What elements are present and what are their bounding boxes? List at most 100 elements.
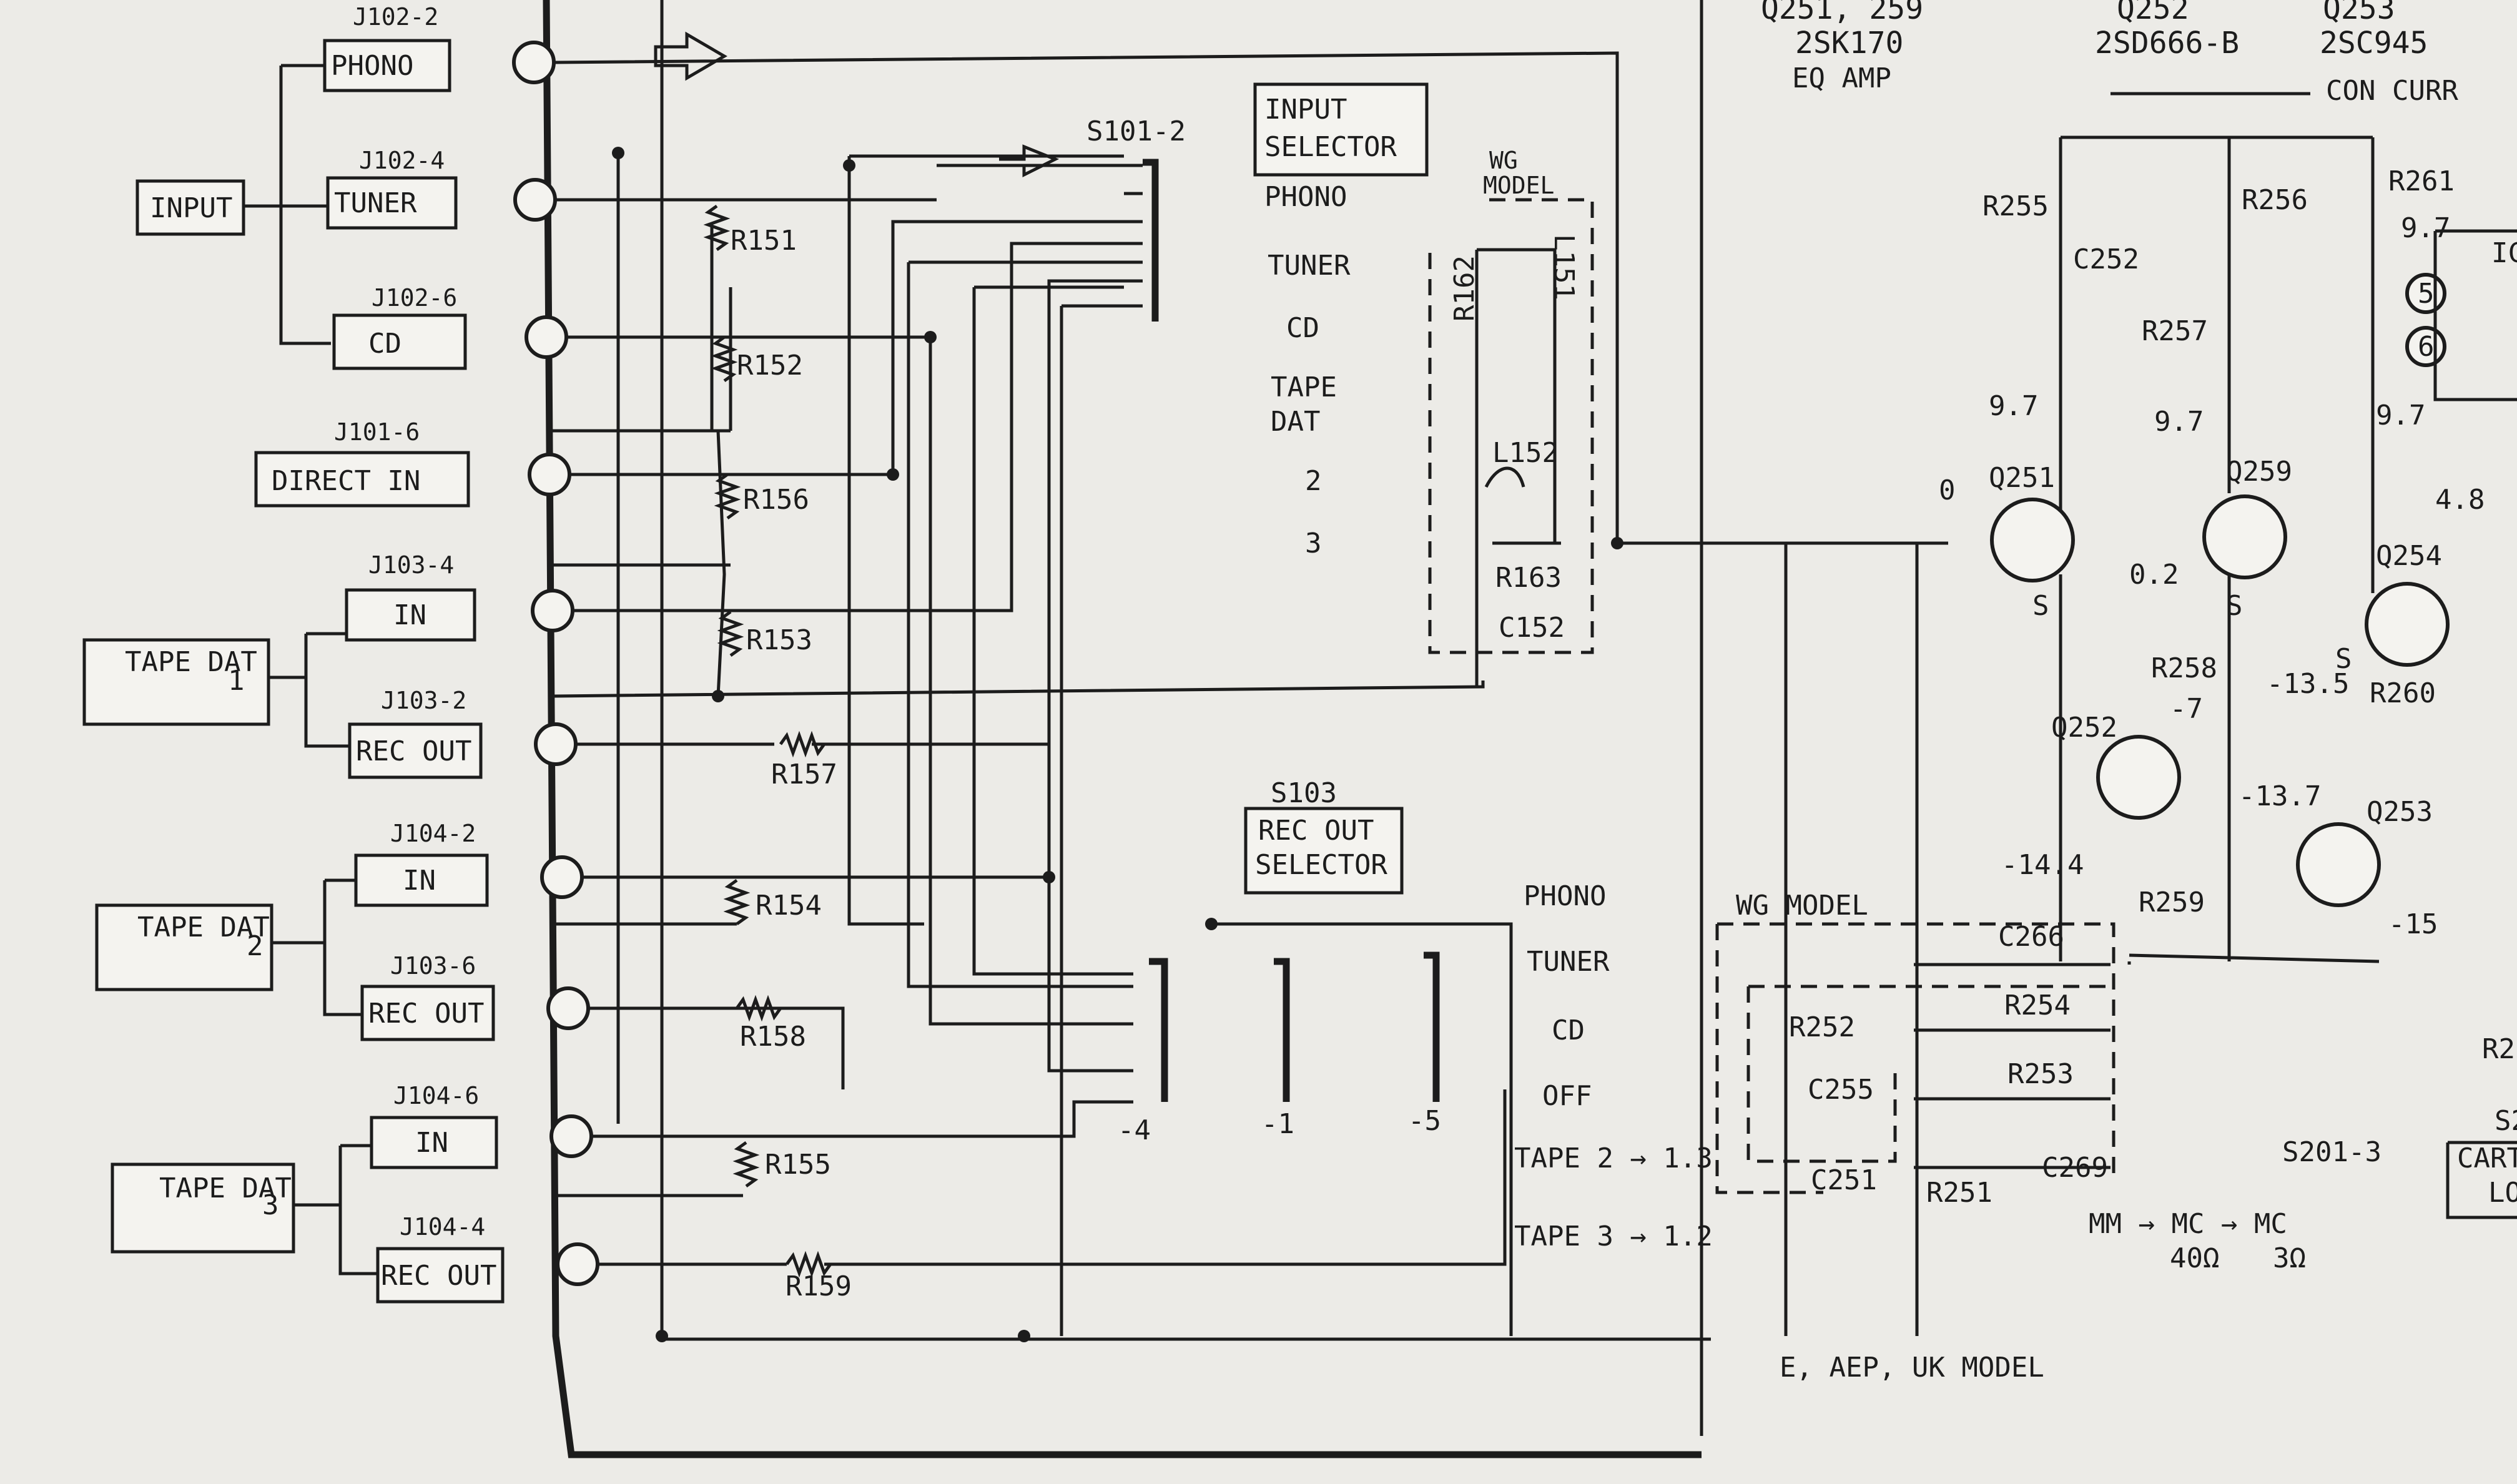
rec-out-selector-s103: S103 REC OUT SELECTOR -4 -1 -5 PHONO TUN… bbox=[1118, 777, 1713, 1252]
junction-dot bbox=[887, 468, 899, 481]
tape2-rec-wire bbox=[588, 1006, 845, 1089]
junction-dot bbox=[1611, 537, 1623, 549]
q253-circle bbox=[2296, 822, 2381, 907]
selector-wire-c bbox=[972, 285, 1133, 976]
tape2-in-wire bbox=[582, 279, 1124, 879]
input-selector-line1: INPUT bbox=[1264, 94, 1347, 125]
rec-seq-0: PHONO bbox=[1524, 880, 1606, 912]
input-connector-group: INPUT PHONO TUNER CD DIRECT IN J102-2 J1… bbox=[82, 3, 505, 1304]
tape2-rec-out-label: REC OUT bbox=[368, 998, 484, 1029]
rec-seq-5: TAPE 3 → 1.2 bbox=[1514, 1221, 1713, 1252]
r155-label: R155 bbox=[765, 1149, 831, 1181]
r257-label: R257 bbox=[2142, 315, 2208, 347]
r254-label: R254 bbox=[2004, 990, 2071, 1021]
tape2-in-label: IN bbox=[403, 865, 436, 897]
resistor-group: R151 R152 R156 R153 R157 R154 R158 R155 … bbox=[703, 204, 852, 1302]
rec-seq-2: CD bbox=[1552, 1015, 1585, 1046]
q251-label: Q251 bbox=[1989, 462, 2055, 494]
q252-part-label: Q252 bbox=[2117, 0, 2189, 26]
r252-label: R252 bbox=[1789, 1011, 1855, 1043]
r158-symbol bbox=[735, 995, 782, 1022]
rec-seq-4: TAPE 2 → 1.3 bbox=[1514, 1142, 1713, 1174]
junction-dot bbox=[656, 1330, 668, 1342]
volt-0: 0 bbox=[1939, 474, 1956, 506]
volt-m13-5: -13.5 bbox=[2267, 668, 2349, 700]
jack-j104-4 bbox=[556, 1242, 599, 1286]
rec-out-selector-line1: REC OUT bbox=[1258, 815, 1374, 847]
volt-m7: -7 bbox=[2170, 693, 2203, 725]
q254-circle bbox=[2365, 582, 2450, 667]
tape2-label: TAPE DAT bbox=[137, 912, 270, 943]
volt-9-7-d: 9.7 bbox=[2401, 212, 2450, 244]
s103-label: S103 bbox=[1271, 777, 1337, 809]
selector-seq-4: DAT bbox=[1271, 406, 1320, 438]
rec-seq-3: OFF bbox=[1542, 1080, 1592, 1112]
c266-label: C266 bbox=[1998, 921, 2064, 953]
q251-circle bbox=[1990, 498, 2075, 582]
r253-label: R253 bbox=[2007, 1058, 2074, 1090]
s103-1-contact bbox=[1274, 958, 1290, 1102]
tape1-in-box bbox=[345, 588, 476, 642]
junction-dot bbox=[612, 147, 624, 159]
tape3-rec-out-box bbox=[376, 1247, 505, 1304]
s101-2-label: S101-2 bbox=[1086, 115, 1186, 147]
input-label-box bbox=[135, 179, 245, 236]
tape1-rec-out-label: REC OUT bbox=[356, 735, 471, 767]
q259-s-label: S bbox=[2226, 590, 2243, 622]
selector-wire-b bbox=[907, 260, 1133, 988]
q251-s-label: S bbox=[2032, 590, 2049, 622]
r157-symbol bbox=[779, 730, 826, 758]
r153-symbol bbox=[717, 610, 744, 657]
direct-in-label: DIRECT IN bbox=[272, 465, 420, 497]
q253-role: CON CURR bbox=[2326, 75, 2458, 107]
phono-arrow-icon bbox=[999, 144, 1060, 178]
s101-2-contact bbox=[1143, 159, 1159, 322]
r159-label: R159 bbox=[786, 1270, 852, 1302]
phono-wire bbox=[553, 51, 1705, 545]
input-selector-box bbox=[1253, 82, 1429, 177]
c152-label: C152 bbox=[1499, 612, 1565, 644]
q254-label: Q254 bbox=[2376, 540, 2442, 572]
wg-inner-dashed bbox=[1746, 985, 2111, 1163]
selector-seq-3: TAPE bbox=[1271, 371, 1337, 403]
ground-bus bbox=[543, 0, 1702, 1458]
cart-outline bbox=[2446, 1141, 2517, 1219]
tape3-in-wire bbox=[591, 1100, 1133, 1138]
c252-label: C252 bbox=[2073, 243, 2139, 275]
r151-label: R151 bbox=[731, 225, 797, 257]
mm-mc-3ohm: 3Ω bbox=[2273, 1242, 2306, 1274]
direct-in-box bbox=[254, 451, 470, 508]
q251-part-label: Q251, 259 bbox=[1761, 0, 1923, 26]
phono-label: PHONO bbox=[331, 50, 413, 82]
s103-4-contact bbox=[1149, 958, 1168, 1102]
lo-partial-label: LO bbox=[2488, 1177, 2517, 1209]
tape1-in-label: IN bbox=[393, 599, 426, 631]
volt-m14-4: -14.4 bbox=[2001, 849, 2084, 881]
rec-out-selector-box bbox=[1244, 807, 1404, 895]
tape3-bracket bbox=[293, 1144, 378, 1275]
amp-wiring bbox=[1705, 135, 2380, 965]
junction-dot bbox=[1043, 871, 1055, 883]
r255-label: R255 bbox=[1983, 190, 2049, 222]
cart-partial-label: CART bbox=[2457, 1142, 2517, 1174]
r2-partial-label: R2 bbox=[2482, 1033, 2515, 1065]
wg-model-label: WG MODEL bbox=[1736, 890, 1868, 921]
cd-wire bbox=[566, 335, 1133, 1026]
tape1-number: 1 bbox=[228, 665, 245, 697]
tape2-in-box bbox=[354, 853, 489, 907]
tape3-in-box bbox=[370, 1116, 498, 1169]
r261-label: R261 bbox=[2388, 165, 2455, 197]
selector-seq-2: CD bbox=[1286, 312, 1319, 344]
r153-label: R153 bbox=[746, 624, 812, 656]
s103-5-contact bbox=[1424, 951, 1440, 1102]
q259-label: Q259 bbox=[2226, 456, 2292, 488]
r154-label: R154 bbox=[756, 890, 822, 921]
tape3-in-label: IN bbox=[415, 1127, 448, 1159]
r163-label: R163 bbox=[1495, 562, 1562, 594]
tape3-box bbox=[111, 1162, 295, 1254]
wg-model-block: WG MODEL R162 L151 L152 R163 C152 bbox=[1428, 147, 1594, 687]
volt-9-7-c: 9.7 bbox=[2376, 400, 2425, 431]
direct-wire bbox=[569, 220, 1124, 476]
jack-j103-6 bbox=[546, 986, 590, 1030]
